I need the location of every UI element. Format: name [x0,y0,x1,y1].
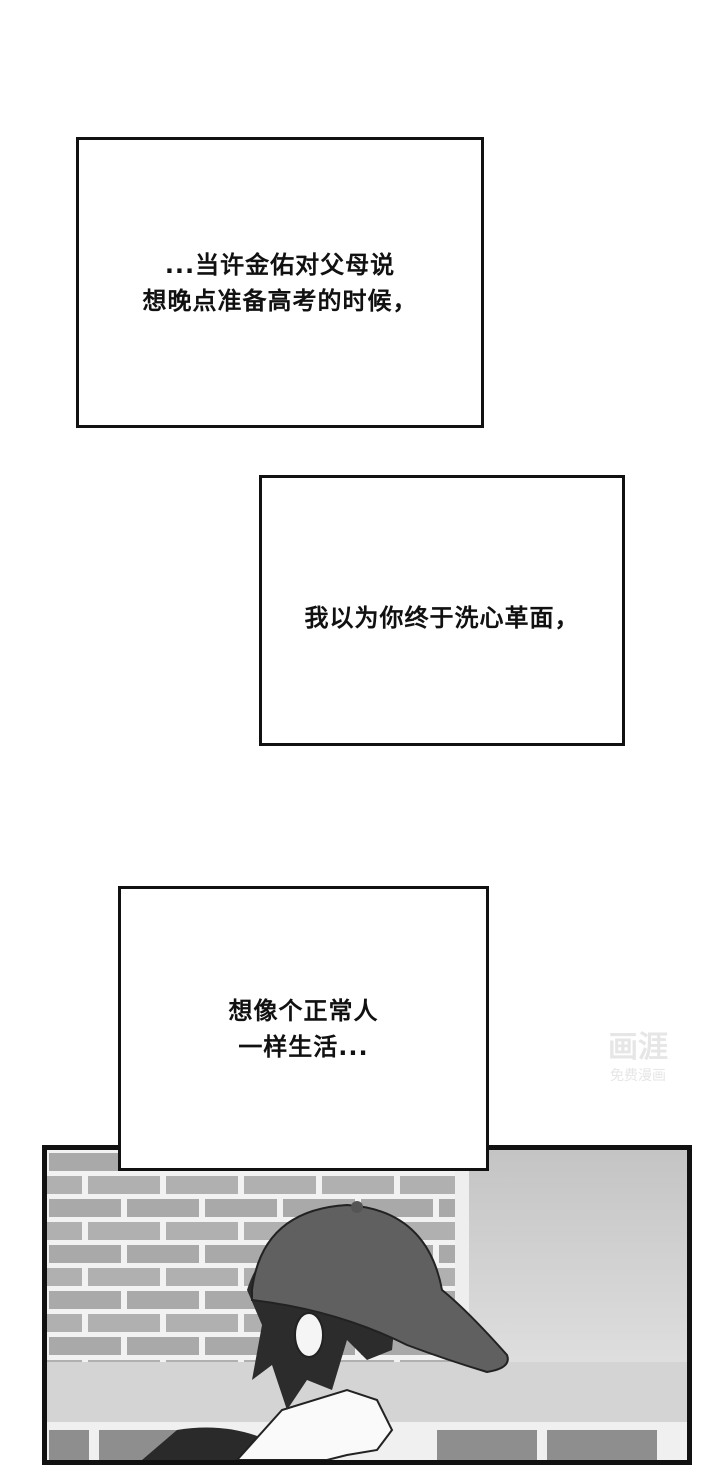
watermark: 画涯 免费漫画 [588,1030,688,1086]
caption-line: 想晚点准备高考的时候， [142,286,418,315]
caption-box-1: ...当许金佑对父母说 想晚点准备高考的时候， [76,137,484,428]
panel-illustration [47,1150,687,1460]
caption-box-2: 我以为你终于洗心革面， [259,475,625,746]
cap [251,1203,509,1374]
watermark-logo: 画涯 [608,1030,668,1065]
comic-panel [42,1145,692,1465]
window [469,1150,687,1362]
caption-line: 我以为你终于洗心革面， [304,603,580,632]
caption-line: ...当许金佑对父母说 [164,250,396,279]
ear [294,1312,324,1358]
caption-line: 想像个正常人 [228,996,379,1025]
caption-line: 一样生活... [238,1032,369,1061]
caption-box-3: 想像个正常人 一样生活... [118,886,489,1171]
watermark-tagline: 免费漫画 [610,1068,666,1084]
